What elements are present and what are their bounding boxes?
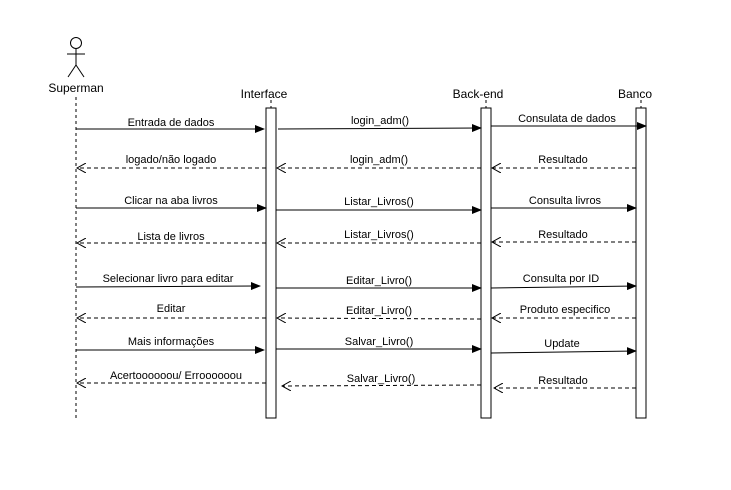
message-label: Resultado <box>538 375 588 387</box>
message-salvar-livro: Salvar_Livro() <box>276 336 482 353</box>
message-editar-livro: Editar_Livro() <box>276 275 482 292</box>
return-produto-especifico: Produto especifico <box>492 304 636 318</box>
message-consulata-de-dados: Consulata de dados <box>491 113 647 130</box>
message-label: Listar_Livros() <box>344 229 414 241</box>
return-logado: logado/não logado <box>77 154 266 168</box>
actor-label: Superman <box>48 81 103 95</box>
message-label: login_adm() <box>350 154 408 166</box>
message-label: Editar_Livro() <box>346 275 412 287</box>
message-label: Resultado <box>538 229 588 241</box>
message-label: logado/não logado <box>126 154 217 166</box>
message-label: login_adm() <box>351 115 409 127</box>
return-acerto-erro: Acertoooooou/ Erroooooou <box>77 370 266 383</box>
interface-activation <box>265 107 277 419</box>
message-label: Consulta livros <box>529 195 602 207</box>
message-label: Editar <box>157 303 186 315</box>
message-entrada-de-dados: Entrada de dados <box>76 117 265 133</box>
return-resultado-1: Resultado <box>492 154 636 168</box>
return-login-adm: login_adm() <box>277 154 481 168</box>
message-label: Editar_Livro() <box>346 305 412 317</box>
message-label: Salvar_Livro() <box>347 373 415 385</box>
return-resultado-3: Resultado <box>494 375 636 388</box>
message-consulta-livros: Consulta livros <box>491 195 637 212</box>
message-label: Listar_Livros() <box>344 196 414 208</box>
return-salvar-livro: Salvar_Livro() <box>282 373 482 386</box>
message-consulta-por-id: Consulta por ID <box>490 273 637 291</box>
banco-activation <box>635 107 647 419</box>
message-label: Consulta por ID <box>523 273 599 285</box>
participant-backend: Back-end <box>453 87 504 101</box>
message-label: Mais informações <box>128 336 215 348</box>
message-label: Acertoooooou/ Erroooooou <box>110 370 242 382</box>
message-label: Update <box>544 338 579 350</box>
message-selecionar-livro: Selecionar livro para editar <box>75 273 261 291</box>
return-resultado-2: Resultado <box>492 229 636 242</box>
message-label: Selecionar livro para editar <box>103 273 234 285</box>
message-label: Salvar_Livro() <box>345 336 413 348</box>
message-label: Entrada de dados <box>128 117 215 129</box>
message-label: Consulata de dados <box>518 113 616 125</box>
message-label: Clicar na aba livros <box>124 195 218 207</box>
message-listar-livros: Listar_Livros() <box>276 196 482 214</box>
return-editar-livro: Editar_Livro() <box>277 305 482 319</box>
message-login-adm: login_adm() <box>277 115 482 133</box>
message-label: Produto especifico <box>520 304 611 316</box>
message-mais-informacoes: Mais informações <box>76 336 265 354</box>
participant-banco: Banco <box>618 87 652 101</box>
return-editar: Editar <box>77 303 266 318</box>
message-label: Resultado <box>538 154 588 166</box>
backend-activation <box>480 107 492 419</box>
actor-figure <box>67 37 85 78</box>
participant-interface: Interface <box>241 87 288 101</box>
message-clicar-aba-livros: Clicar na aba livros <box>76 195 267 212</box>
return-listar-livros: Listar_Livros() <box>277 229 481 243</box>
message-update: Update <box>490 338 637 356</box>
message-label: Lista de livros <box>137 231 205 243</box>
return-lista-de-livros: Lista de livros <box>77 231 266 243</box>
